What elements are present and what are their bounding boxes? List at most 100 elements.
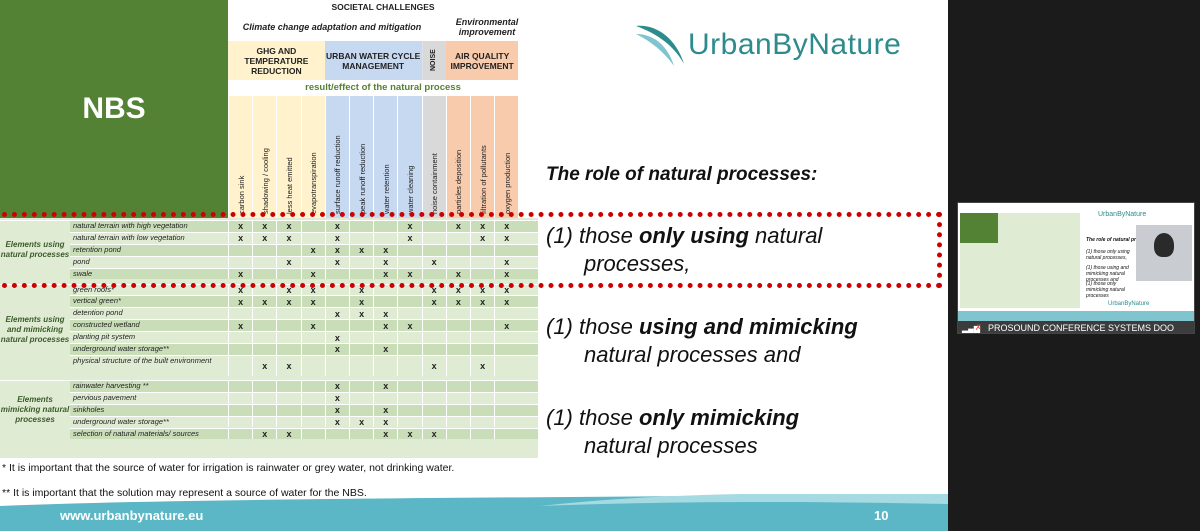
highlight-dotted-box (2, 212, 942, 288)
matrix-cell (228, 404, 252, 416)
group-header-3: AIR QUALITY IMPROVEMENT (445, 41, 519, 80)
matrix-cell: x (276, 256, 300, 268)
matrix-cell: x (421, 355, 446, 376)
matrix-cell: x (397, 221, 421, 232)
thumb-logo: UrbanByNature (1098, 211, 1147, 218)
matrix-cell: x (373, 380, 397, 392)
matrix-cell: x (324, 332, 349, 343)
matrix-cell: x (445, 221, 470, 232)
matrix-cell (494, 416, 518, 428)
matrix-cell (300, 332, 325, 343)
nbs-table: NBS SOCIETAL CHALLENGES Climate change a… (0, 0, 538, 460)
matrix-cell: x (324, 416, 349, 428)
footnote-water-source: ** It is important that the solution may… (2, 487, 367, 499)
matrix-cell (470, 380, 494, 392)
process-bold: using and mimicking (638, 314, 858, 339)
matrix-cell (445, 244, 470, 256)
matrix-cell (324, 355, 349, 376)
matrix-cell (349, 320, 373, 332)
matrix-cell (228, 392, 252, 404)
matrix-cell: x (494, 284, 518, 296)
matrix-cell (421, 320, 446, 332)
matrix-cell: x (349, 296, 373, 308)
column-header: filtration of pollutants (470, 96, 495, 218)
column-header-label: surface runoff reduction (333, 135, 343, 214)
process-prefix: (1) those (546, 223, 639, 248)
matrix-cell (470, 332, 494, 343)
matrix-cell (397, 308, 421, 320)
thumb-footer (958, 311, 1194, 321)
matrix-cell (470, 404, 494, 416)
thumb-line-2: (1) those using and mimicking natural pr… (1086, 265, 1129, 283)
urbanbynature-logo: UrbanByNature (634, 16, 924, 76)
matrix-cell (445, 416, 470, 428)
matrix-cell: x (397, 232, 421, 244)
wave-logo-icon (636, 25, 684, 66)
matrix-cell (397, 344, 421, 355)
thumb-title: The role of natural processes: (1086, 237, 1158, 243)
matrix-cell: x (228, 268, 252, 280)
matrix-cell (276, 308, 300, 320)
matrix-cell (252, 392, 276, 404)
row-label: natural terrain with low vegetation (73, 232, 185, 242)
matrix-cell (300, 344, 325, 355)
matrix-cell (397, 380, 421, 392)
row-label: underground water storage** (73, 344, 169, 353)
matrix-cell (300, 256, 325, 268)
matrix-cell (276, 268, 300, 280)
column-header: noise containment (421, 96, 446, 218)
matrix-cell: x (276, 284, 300, 296)
matrix-cell (494, 380, 518, 392)
column-header: shadowing / cooling (252, 96, 277, 218)
matrix-cell: x (349, 244, 373, 256)
matrix-cell (494, 355, 518, 376)
matrix-cell (494, 308, 518, 320)
matrix-cell: x (252, 232, 276, 244)
matrix-cell (494, 332, 518, 343)
matrix-cell: x (324, 404, 349, 416)
thumb-status-bar: ▂▄▆ ✗ PROSOUND CONFERENCE SYSTEMS DOO (958, 321, 1194, 333)
matrix-cell (300, 404, 325, 416)
presenter-thumbnail[interactable]: UrbanByNature The role of natural proces… (957, 202, 1195, 334)
environmental-header: Environmental improvement (455, 17, 519, 37)
process-line2: natural processes (584, 433, 758, 458)
matrix-cell (421, 332, 446, 343)
matrix-cell: x (228, 284, 252, 296)
matrix-cell: x (445, 284, 470, 296)
matrix-cell (397, 355, 421, 376)
table-body (0, 218, 538, 458)
matrix-cell: x (349, 284, 373, 296)
footer-url: www.urbanbynature.eu (60, 508, 204, 523)
matrix-cell: x (373, 344, 397, 355)
matrix-cell: x (228, 232, 252, 244)
matrix-cell: x (494, 268, 518, 280)
matrix-cell (445, 320, 470, 332)
matrix-cell (397, 392, 421, 404)
column-header-label: evapotranspiration (309, 152, 319, 214)
matrix-cell (470, 428, 494, 440)
column-header: evapotranspiration (300, 96, 325, 218)
matrix-cell: x (470, 232, 494, 244)
column-header: oxygen production (494, 96, 519, 218)
column-header: particles deposition (445, 96, 470, 218)
matrix-cell (445, 380, 470, 392)
climate-header: Climate change adaptation and mitigation (242, 22, 422, 32)
matrix-cell (445, 332, 470, 343)
process-line2: natural processes and (584, 342, 801, 367)
row-label: green roofs* (73, 284, 114, 294)
row-label: swale (73, 268, 93, 278)
matrix-cell (228, 380, 252, 392)
matrix-cell (252, 244, 276, 256)
matrix-cell (421, 221, 446, 232)
matrix-cell: x (228, 296, 252, 308)
matrix-cell (470, 308, 494, 320)
row-label: natural terrain with high vegetation (73, 221, 188, 230)
matrix-cell: x (252, 296, 276, 308)
row-label: constructed wetland (73, 320, 140, 330)
